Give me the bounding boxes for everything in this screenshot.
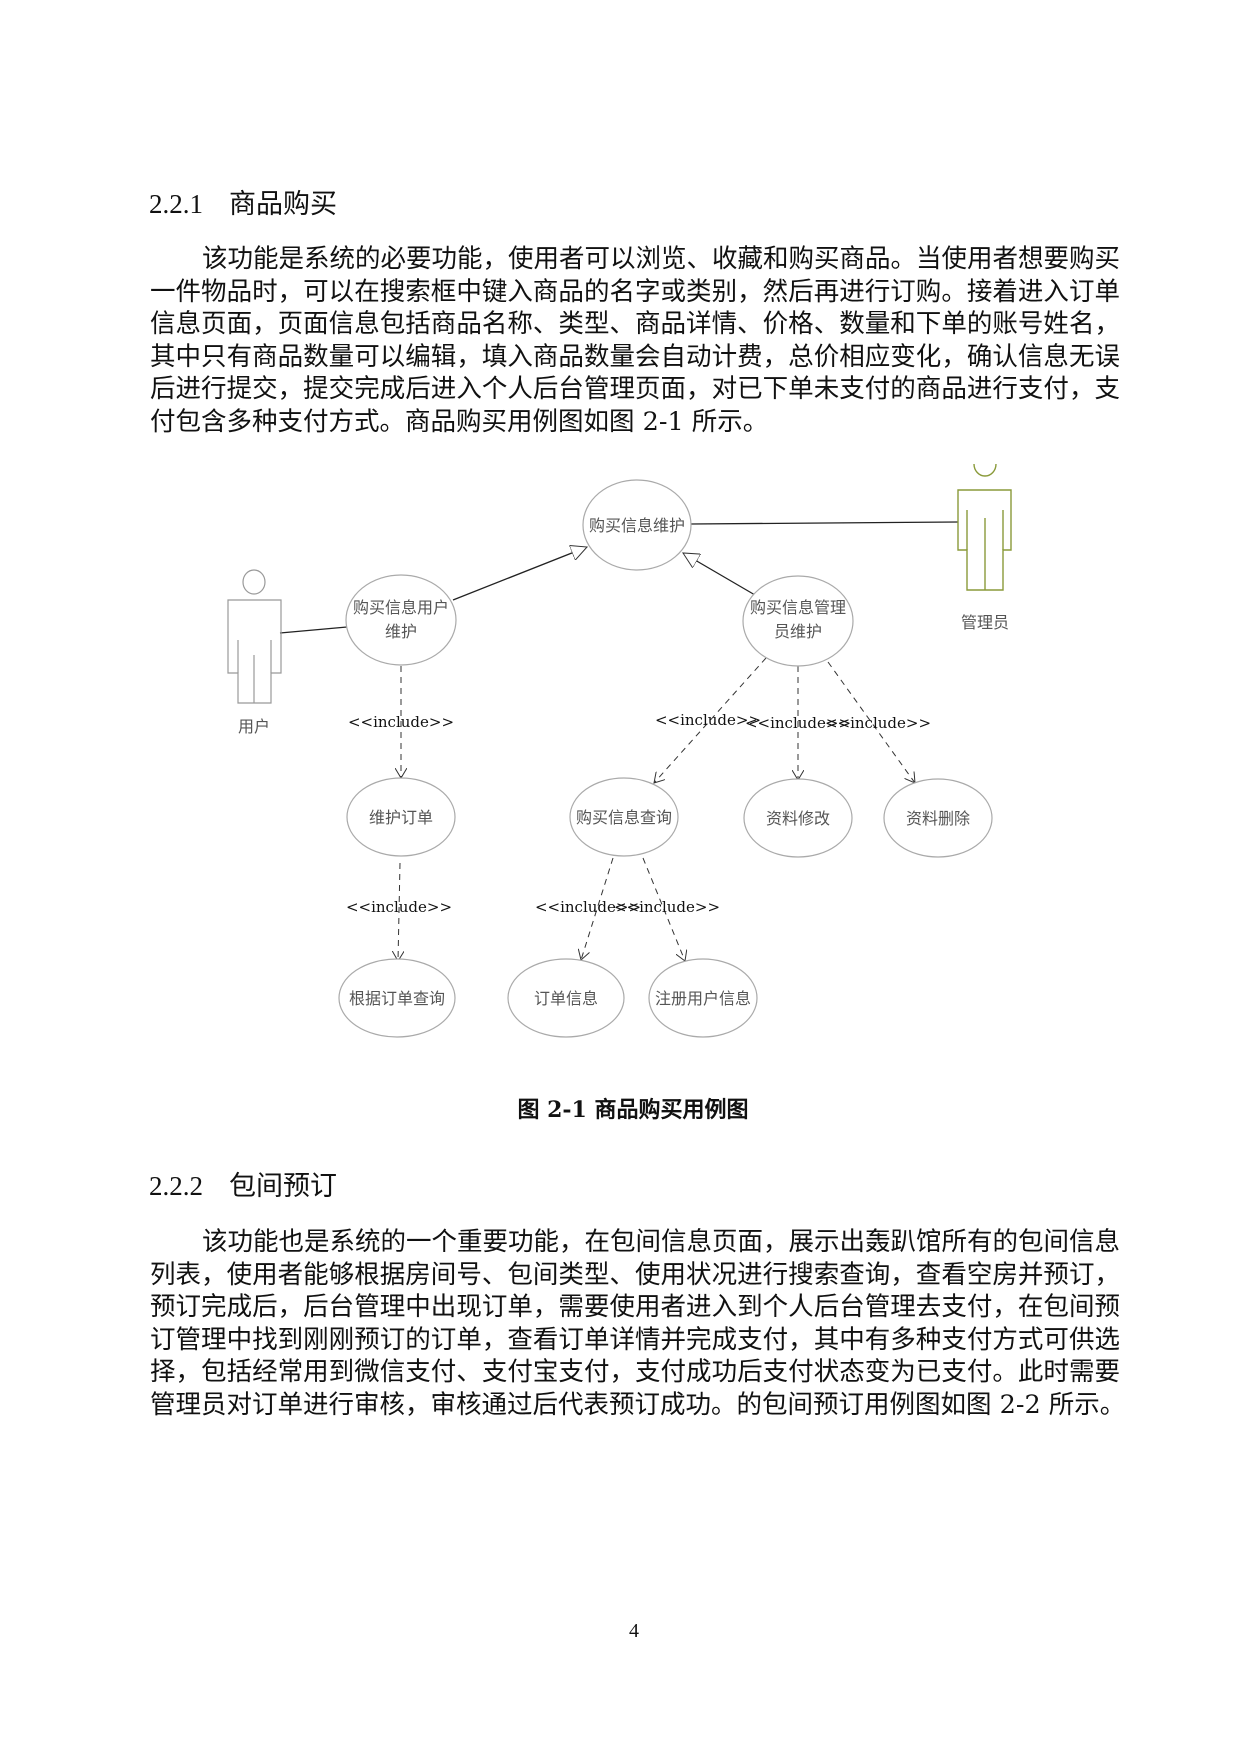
association-admin (690, 521, 959, 525)
paragraph-line: 该功能是系统的必要功能，使用者可以浏览、收藏和购买商品。当使用者想要购买 (202, 244, 1121, 274)
use-case-label: 根据订单查询 (349, 989, 445, 1008)
section-title: 包间预订 (229, 1171, 337, 1202)
include-arrow (581, 857, 614, 960)
include-label: <<include>> (348, 713, 454, 731)
use-case-label: 购买信息管理 (750, 598, 846, 617)
use-case-label: 资料修改 (766, 809, 830, 828)
section-heading-2-2-2: 2.2.2 包间预订 (149, 1164, 337, 1203)
paragraph-line: 后进行提交，提交完成后进入个人后台管理页面，对已下单未支付的商品进行支付，支 (150, 374, 1120, 404)
association-user (279, 626, 348, 634)
use-case-label: 购买信息维护 (589, 516, 685, 535)
use-case-ellipse (648, 958, 758, 1038)
use-case-ellipse (883, 778, 993, 858)
include-arrow (654, 657, 767, 783)
include-label: <<include>> (346, 898, 452, 916)
use-case-label: 资料删除 (906, 809, 970, 828)
use-case-label: 购买信息查询 (576, 808, 672, 827)
user-actor-icon (227, 569, 282, 704)
paragraph-line: 付包含多种支付方式。商品购买用例图如图 2-1 所示。 (150, 406, 769, 437)
use-case-ellipse (569, 777, 679, 857)
paragraph-line: 订管理中找到刚刚预订的订单，查看订单详情并完成支付，其中有多种支付方式可供选 (150, 1324, 1120, 1355)
generalization-admin (683, 553, 756, 596)
page-number: 4 (629, 1620, 639, 1642)
include-label: <<include>> (655, 711, 761, 729)
use-case-label: 注册用户信息 (655, 989, 751, 1008)
use-case-label: 订单信息 (534, 989, 598, 1008)
use-case-label: 员维护 (774, 622, 822, 641)
generalization-user (452, 547, 587, 601)
admin-actor-icon (957, 463, 1012, 591)
include-label: <<include>> (535, 898, 641, 916)
include-label: <<include>> (614, 898, 720, 916)
include-label: <<include>> (745, 714, 851, 732)
use-case-diagram: 用户 管理员 购买信息维护 购买信息用户 维护 购买信息管理 员维护 维护订单 … (227, 463, 1012, 1038)
use-case-ellipse (743, 778, 853, 858)
include-label: <<include>> (825, 714, 931, 732)
paragraph-line: 其中只有商品数量可以编辑，填入商品数量会自动计费，总价相应变化，确认信息无误 (150, 341, 1120, 372)
section-number: 2.2.2 (149, 1171, 203, 1201)
section-heading-2-2-1: 2.2.1 商品购买 (149, 182, 337, 221)
paragraph-line: 列表，使用者能够根据房间号、包间类型、使用状况进行搜索查询，查看空房并预订， (150, 1259, 1120, 1290)
paragraph-line: 管理员对订单进行审核，审核通过后代表预订成功。的包间预订用例图如图 2-2 所示… (150, 1389, 1126, 1420)
actor-label-user: 用户 (238, 717, 270, 736)
paragraph-product-purchase: 该功能是系统的必要功能，使用者可以浏览、收藏和购买商品。当使用者想要购买 一件物… (150, 243, 1120, 438)
paragraph-line: 该功能也是系统的一个重要功能，在包间信息页面，展示出轰趴馆所有的包间信息 (202, 1227, 1121, 1257)
section-number: 2.2.1 (149, 189, 203, 219)
paragraph-line: 预订完成后，后台管理中出现订单，需要使用者进入到个人后台管理去支付，在包间预 (150, 1292, 1120, 1322)
section-title: 商品购买 (229, 189, 337, 220)
paragraph-room-booking: 该功能也是系统的一个重要功能，在包间信息页面，展示出轰趴馆所有的包间信息 列表，… (150, 1226, 1126, 1421)
use-case-label: 维护 (385, 622, 417, 641)
use-case-ellipse (338, 958, 456, 1038)
use-case-ellipse (345, 574, 457, 666)
figure-caption: 图 2-1 商品购买用例图 (517, 1097, 749, 1123)
paragraph-line: 信息页面，页面信息包括商品名称、类型、商品详情、价格、数量和下单的账号姓名， (150, 309, 1120, 339)
use-case-label: 维护订单 (369, 808, 433, 827)
use-case-ellipse (346, 777, 456, 857)
actor-label-admin: 管理员 (961, 613, 1009, 632)
include-arrow (642, 857, 685, 961)
paragraph-line: 一件物品时，可以在搜索框中键入商品的名字或类别，然后再进行订购。接着进入订单 (150, 276, 1120, 307)
paragraph-line: 择，包括经常用到微信支付、支付宝支付，支付成功后支付状态变为已支付。此时需要 (150, 1357, 1120, 1387)
use-case-ellipse (582, 479, 692, 571)
include-arrow (398, 862, 400, 961)
include-arrow (827, 661, 915, 783)
use-case-label: 购买信息用户 (353, 598, 449, 617)
use-case-ellipse (507, 958, 625, 1038)
use-case-ellipse (742, 575, 854, 667)
